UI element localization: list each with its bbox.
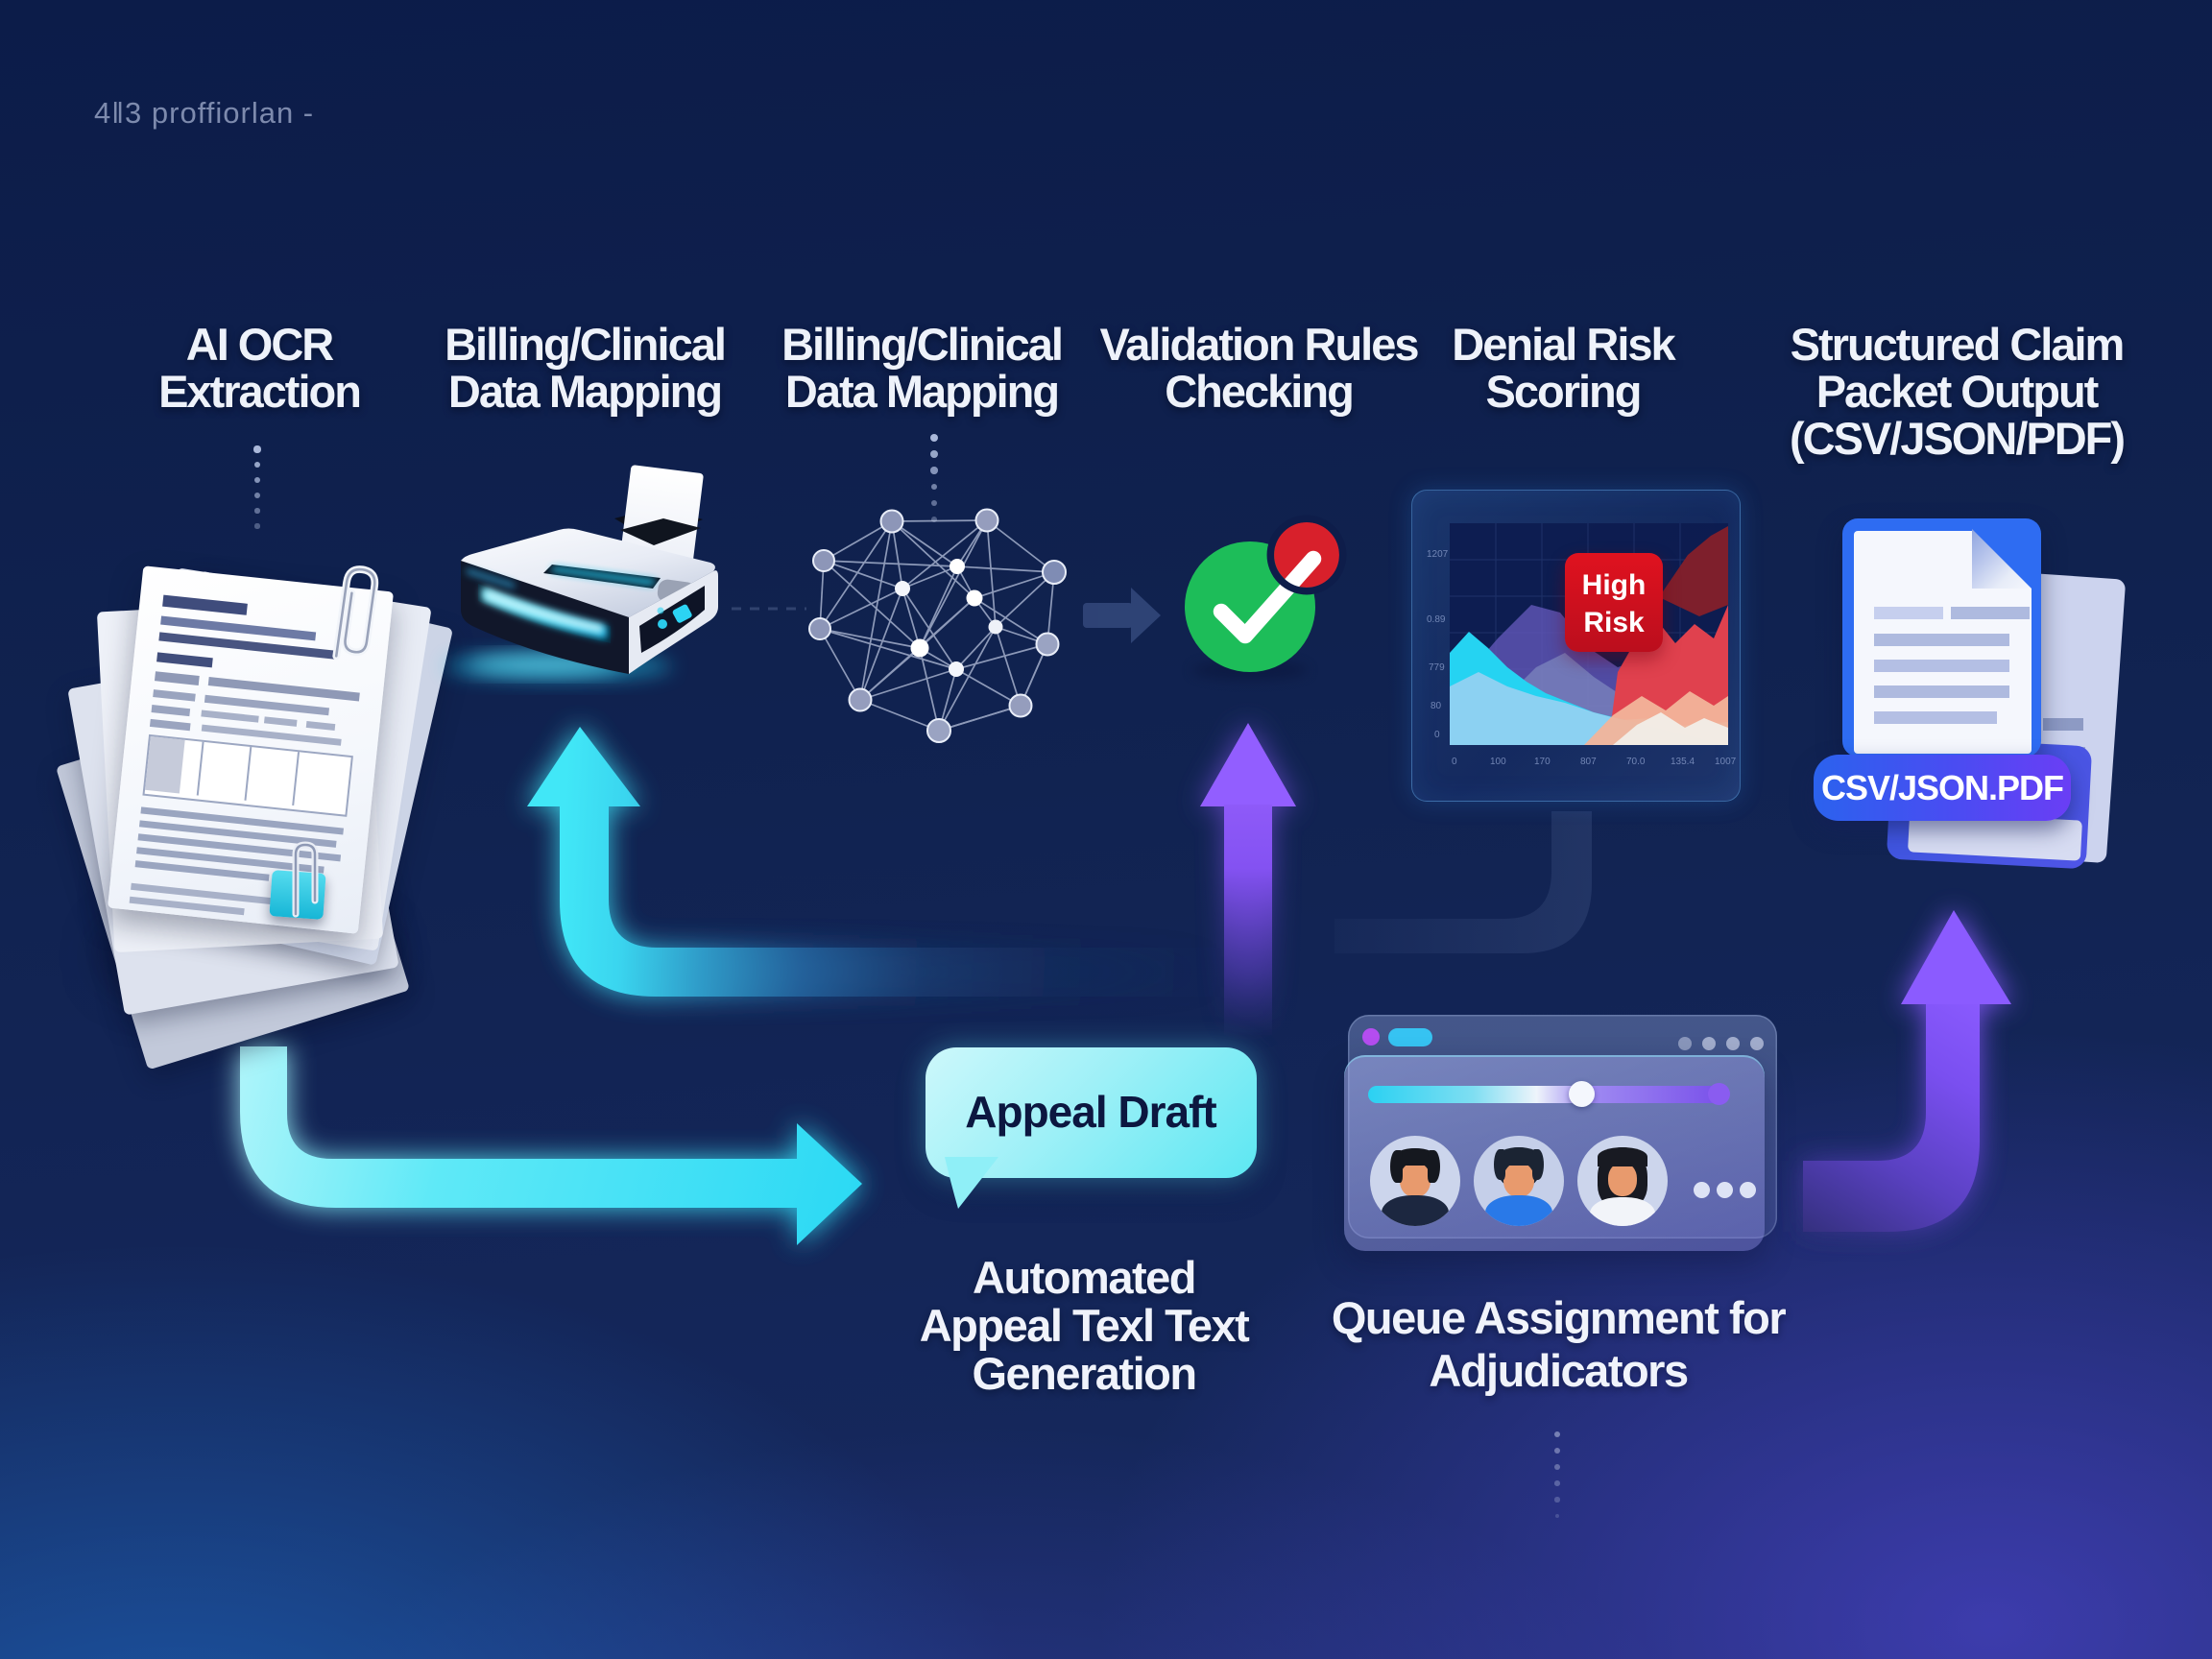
svg-text:80: 80 <box>1431 701 1442 711</box>
svg-text:0: 0 <box>1452 757 1457 767</box>
svg-text:100: 100 <box>1490 757 1506 767</box>
svg-text:807: 807 <box>1580 757 1597 767</box>
svg-text:1207: 1207 <box>1427 549 1449 560</box>
svg-text:1007: 1007 <box>1715 757 1737 767</box>
svg-text:0: 0 <box>1434 730 1440 740</box>
svg-text:170: 170 <box>1534 757 1551 767</box>
svg-text:135.4: 135.4 <box>1671 757 1695 767</box>
svg-text:70.0: 70.0 <box>1626 757 1646 767</box>
svg-text:779: 779 <box>1429 662 1445 673</box>
svg-text:0.89: 0.89 <box>1427 614 1446 625</box>
